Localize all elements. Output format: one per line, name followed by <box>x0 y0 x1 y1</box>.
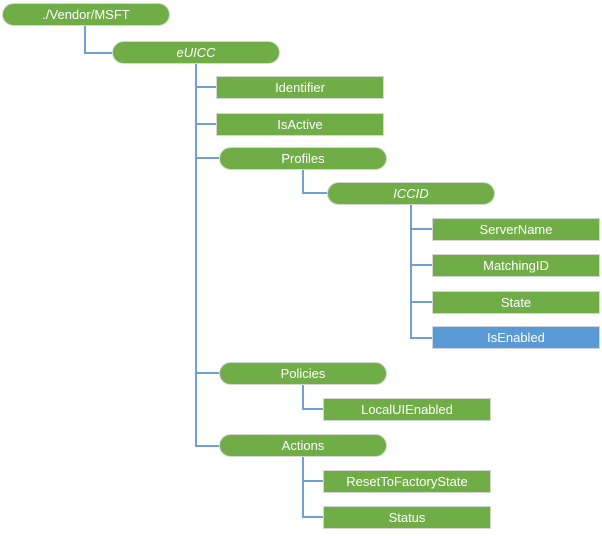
connector-to-resettofactorystate <box>302 480 323 482</box>
node-matchingid: MatchingID <box>432 254 600 277</box>
connector-to-identifier <box>195 86 216 88</box>
connector-actions-trunk <box>302 457 304 518</box>
connector-to-policies <box>195 372 219 374</box>
connector-to-matchingid <box>410 264 432 266</box>
node-state: State <box>432 291 600 314</box>
connector-to-iccid <box>302 192 327 194</box>
connector-to-isactive <box>195 123 216 125</box>
node-isenabled: IsEnabled <box>432 326 600 349</box>
connector-root-trunk <box>84 26 86 54</box>
node-status: Status <box>323 506 491 529</box>
node-actions: Actions <box>219 434 387 457</box>
node-iccid: ICCID <box>327 182 495 205</box>
node-vendor-msft: ./Vendor/MSFT <box>2 3 170 26</box>
connector-to-isenabled <box>410 337 432 339</box>
connector-to-state <box>410 301 432 303</box>
connector-to-servername <box>410 228 432 230</box>
node-servername: ServerName <box>432 218 600 241</box>
connector-policies-trunk <box>302 385 304 410</box>
connector-euicc-trunk <box>195 63 197 447</box>
connector-root-to-euicc <box>84 52 112 54</box>
node-euicc: eUICC <box>112 41 280 64</box>
node-isactive: IsActive <box>216 113 384 136</box>
node-resettofactorystate: ResetToFactoryState <box>323 470 491 493</box>
node-identifier: Identifier <box>216 76 384 99</box>
connector-to-profiles <box>195 157 219 159</box>
connector-profiles-trunk <box>302 170 304 194</box>
node-profiles: Profiles <box>219 147 387 170</box>
connector-iccid-trunk <box>410 205 412 339</box>
connector-to-localuienabled <box>302 408 323 410</box>
connector-to-status <box>302 516 323 518</box>
node-localuienabled: LocalUIEnabled <box>323 398 491 421</box>
connector-to-actions <box>195 445 219 447</box>
node-policies: Policies <box>219 362 387 385</box>
